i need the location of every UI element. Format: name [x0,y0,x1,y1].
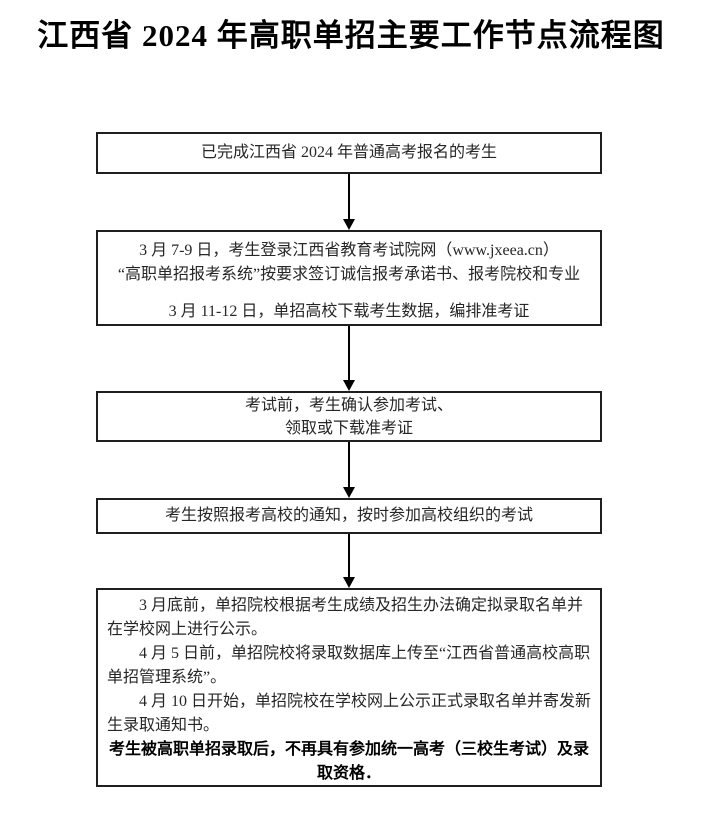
flow-box-registered-candidates: 已完成江西省 2024 年普通高考报名的考生 [96,132,602,174]
down-arrow-2-line [348,326,350,381]
down-arrow-4-line [348,534,350,578]
down-arrow-3-head-icon [343,487,355,498]
down-arrow-1-head-icon [343,219,355,230]
down-arrow-4 [337,534,361,588]
flow-box-1-line: 已完成江西省 2024 年普通高考报名的考生 [200,144,497,161]
flow-box-5-paragraph-1: 3 月底前，单招院校根据考生成绩及招生办法确定拟录取名单并在学校网上进行公示。 [107,597,584,638]
down-arrow-2 [337,326,361,391]
down-arrow-3-line [348,442,350,488]
down-arrow-4-head-icon [343,577,355,588]
flow-box-admission-process: 3 月底前，单招院校根据考生成绩及招生办法确定拟录取名单并在学校网上进行公示。 … [96,588,602,787]
flow-box-2-line-3: 3 月 11-12 日，单招高校下载考生数据，编排准考证 [168,303,530,320]
flow-box-online-application: 3 月 7-9 日，考生登录江西省教育考试院网（www.jxeea.cn） “高… [96,230,602,326]
flow-box-2-line-2: “高职单招报考系统”按要求签订诚信报考承诺书、报考院校和专业 [117,266,581,283]
flow-box-4-line: 考生按照报考高校的通知，按时参加高校组织的考试 [164,507,533,524]
flow-box-5-paragraph-2: 4 月 5 日前，单招院校将录取数据库上传至“江西省普通高校高职单招管理系统”。 [107,645,591,686]
flow-box-confirm-exam: 考试前，考生确认参加考试、 领取或下载准考证 [96,391,602,442]
flow-box-attend-exam: 考生按照报考高校的通知，按时参加高校组织的考试 [96,498,602,534]
down-arrow-1-line [348,174,350,220]
flow-box-2-line-1: 3 月 7-9 日，考生登录江西省教育考试院网（www.jxeea.cn） [139,242,559,259]
down-arrow-2-head-icon [343,380,355,391]
flow-box-5-bold-note: 考生被高职单招录取后，不再具有参加统一高考（三校生考试）及录取资格． [108,741,589,782]
flow-box-5-paragraph-3: 4 月 10 日开始，单招院校在学校网上公示正式录取名单并寄发新生录取通知书。 [107,693,592,734]
page-title: 江西省 2024 年高职单招主要工作节点流程图 [37,18,665,53]
flow-box-3-line-1: 考试前，考生确认参加考试、 [244,396,453,414]
flow-box-3-line-2: 领取或下载准考证 [284,419,413,437]
down-arrow-1 [337,174,361,230]
down-arrow-3 [337,442,361,498]
